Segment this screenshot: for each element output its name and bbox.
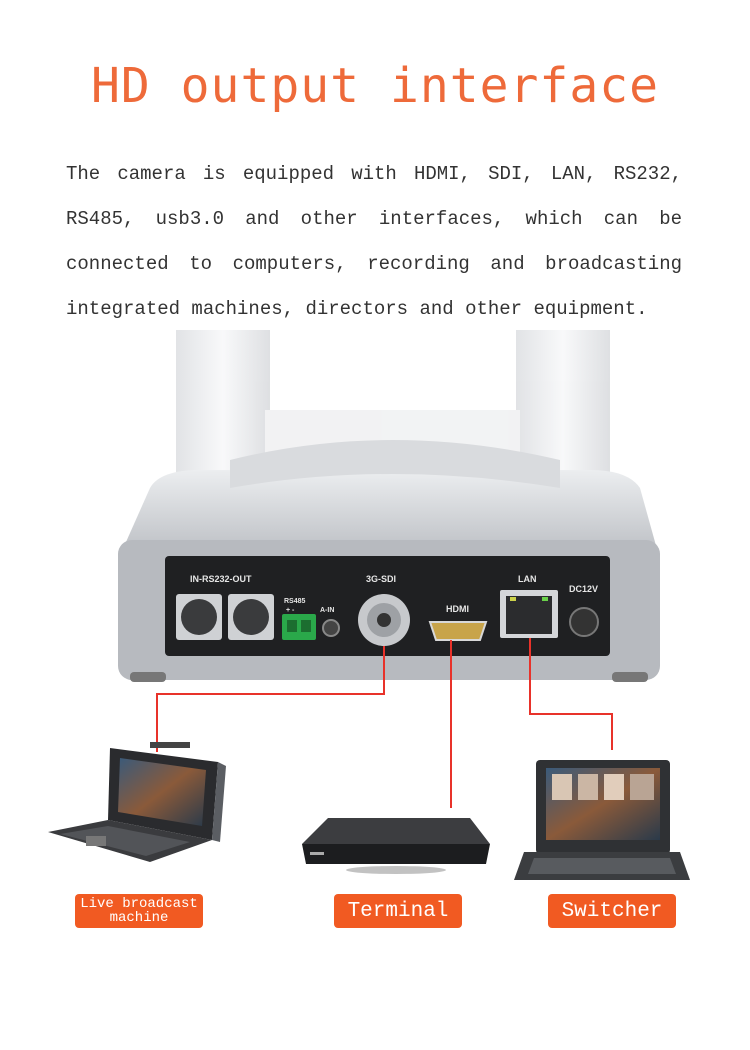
sdi-label: 3G-SDI <box>366 574 396 584</box>
rs485-label: RS485 <box>284 598 306 605</box>
rs232-port-in <box>176 594 222 640</box>
camera-base <box>118 440 660 682</box>
sdi-bnc-connector <box>358 594 410 646</box>
dc-power-jack <box>569 607 599 637</box>
page-title: HD output interface <box>90 58 660 114</box>
ain-label: A-IN <box>320 607 334 614</box>
rs232-port-out <box>228 594 274 640</box>
rs485-pins-label: + - <box>286 607 295 614</box>
audio-in-jack <box>322 619 340 637</box>
rs485-terminal <box>282 614 316 640</box>
switcher-label: Switcher <box>548 894 676 928</box>
rs232-label: IN-RS232-OUT <box>190 574 252 584</box>
live-broadcast-machine-label: Live broadcast machine <box>75 894 203 928</box>
live-broadcast-machine-image <box>48 742 226 862</box>
lan-port <box>500 590 558 638</box>
dc-label: DC12V <box>569 584 598 594</box>
terminal-label: Terminal <box>334 894 462 928</box>
hdmi-port <box>428 621 488 641</box>
terminal-device-image <box>302 818 490 874</box>
lan-label: LAN <box>518 574 537 584</box>
hdmi-label: HDMI <box>446 604 469 614</box>
connector-lines <box>156 638 613 808</box>
description-text: The camera is equipped with HDMI, SDI, L… <box>66 163 682 320</box>
switcher-laptop-image <box>514 760 690 880</box>
